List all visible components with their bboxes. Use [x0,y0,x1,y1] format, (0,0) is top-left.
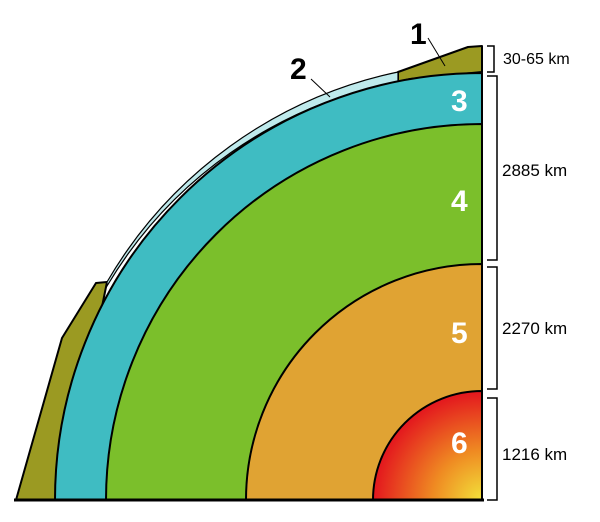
layer-6-inner-core [372,390,483,501]
dimension-label-mantle: 2885 km [502,161,567,180]
bracket-mantle [487,75,498,261]
label-layer-3: 3 [451,85,468,118]
bracket-inner-core [487,397,498,501]
bracket-outer-core [487,266,498,390]
label-layer-1: 1 [410,18,427,51]
leader-line-1 [427,37,446,67]
bracket-crust [487,45,495,73]
dimension-label-crust: 30-65 km [503,51,570,68]
dimension-label-inner-core: 1216 km [502,445,567,464]
leader-line-2 [310,78,331,98]
label-layer-4: 4 [451,185,468,218]
dimension-label-outer-core: 2270 km [502,319,567,338]
label-layer-2: 2 [290,53,307,86]
label-layer-5: 5 [451,317,468,350]
label-layer-6: 6 [451,427,468,460]
